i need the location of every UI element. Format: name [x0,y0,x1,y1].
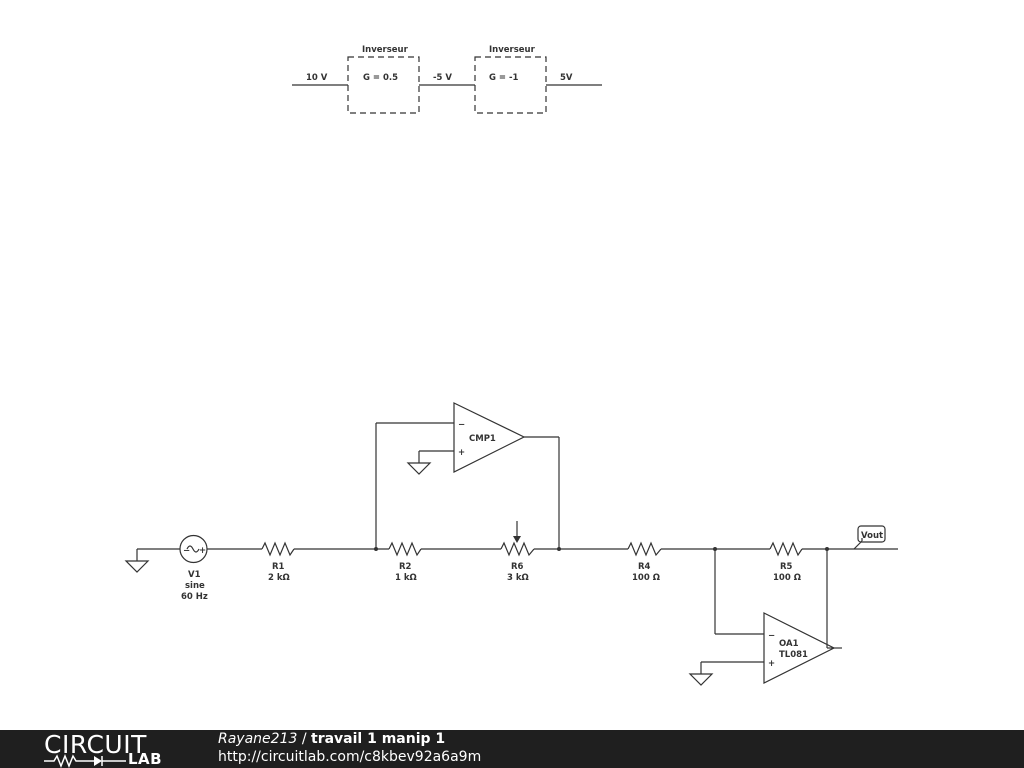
oa1-minus-sign: − [768,631,775,641]
r5-resistor[interactable] [769,541,803,557]
r2-value: 1 kΩ [395,573,417,583]
inverter-block-1-title: Inverseur [362,45,409,55]
title-separator: / [297,731,312,747]
logo-circuit-text: CIRCUIT [44,730,147,759]
footer-bar: CIRCUIT LAB Rayane213 / travail 1 manip … [0,730,1024,768]
r5-name: R5 [780,562,793,572]
vout-probe[interactable] [853,525,886,550]
oa1-model: TL081 [779,650,808,660]
inverter-block-2-title: Inverseur [489,45,536,55]
circuitlab-logo[interactable]: CIRCUIT LAB [44,730,176,768]
cmp1-name: CMP1 [469,434,496,444]
block-diagram: 10 V Inverseur G = 0.5 -5 V Inverseur G … [292,45,602,114]
main-wires [136,548,898,561]
v1-plus-sign: + [199,546,206,556]
r6-value: 3 kΩ [507,573,529,583]
r4-value: 100 Ω [632,573,660,583]
v1-type: sine [185,581,205,591]
inverter-block-1-gain: G = 0.5 [363,73,398,83]
v1-frequency: 60 Hz [181,592,208,602]
v1-minus-sign: − [183,546,190,556]
bd-mid-label: -5 V [433,73,452,83]
r2-name: R2 [399,562,412,572]
oa1-name: OA1 [779,639,799,649]
r1-value: 2 kΩ [268,573,290,583]
project-name: travail 1 manip 1 [311,731,446,747]
bd-input-label: 10 V [306,73,328,83]
oa1-wires [688,549,842,686]
author-link[interactable]: Rayane213 [218,731,298,747]
project-url[interactable]: http://circuitlab.com/c8kbev92a6a9m [218,749,482,765]
inverter-block-1[interactable] [347,56,420,114]
r4-resistor[interactable] [627,541,662,557]
v1-name: V1 [188,570,201,580]
r1-name: R1 [272,562,285,572]
inverter-block-2-gain: G = -1 [489,73,519,83]
inverter-block-2[interactable] [474,56,547,114]
logo-lab-text: LAB [128,750,163,768]
vout-label: Vout [861,531,883,541]
r1-resistor[interactable] [261,541,295,557]
cmp1-wires [375,422,560,549]
v1-sine-source[interactable]: − + [179,534,208,564]
cmp1-minus-sign: − [458,420,465,430]
r6-potentiometer[interactable] [500,521,535,557]
oa1-plus-sign: + [768,659,775,669]
schematic-canvas: 10 V Inverseur G = 0.5 -5 V Inverseur G … [124,45,898,686]
project-title: Rayane213 / travail 1 manip 1 [218,731,445,747]
cmp1-plus-sign: + [458,448,465,458]
r4-name: R4 [638,562,651,572]
r2-resistor[interactable] [388,541,422,557]
logo-waveform-icon [44,754,126,768]
r5-value: 100 Ω [773,573,801,583]
r6-name: R6 [511,562,524,572]
cmp1-comparator[interactable] [453,402,526,473]
oa1-opamp[interactable] [763,612,836,684]
bd-output-label: 5V [560,73,573,83]
ground-symbol-v1 [124,560,150,573]
